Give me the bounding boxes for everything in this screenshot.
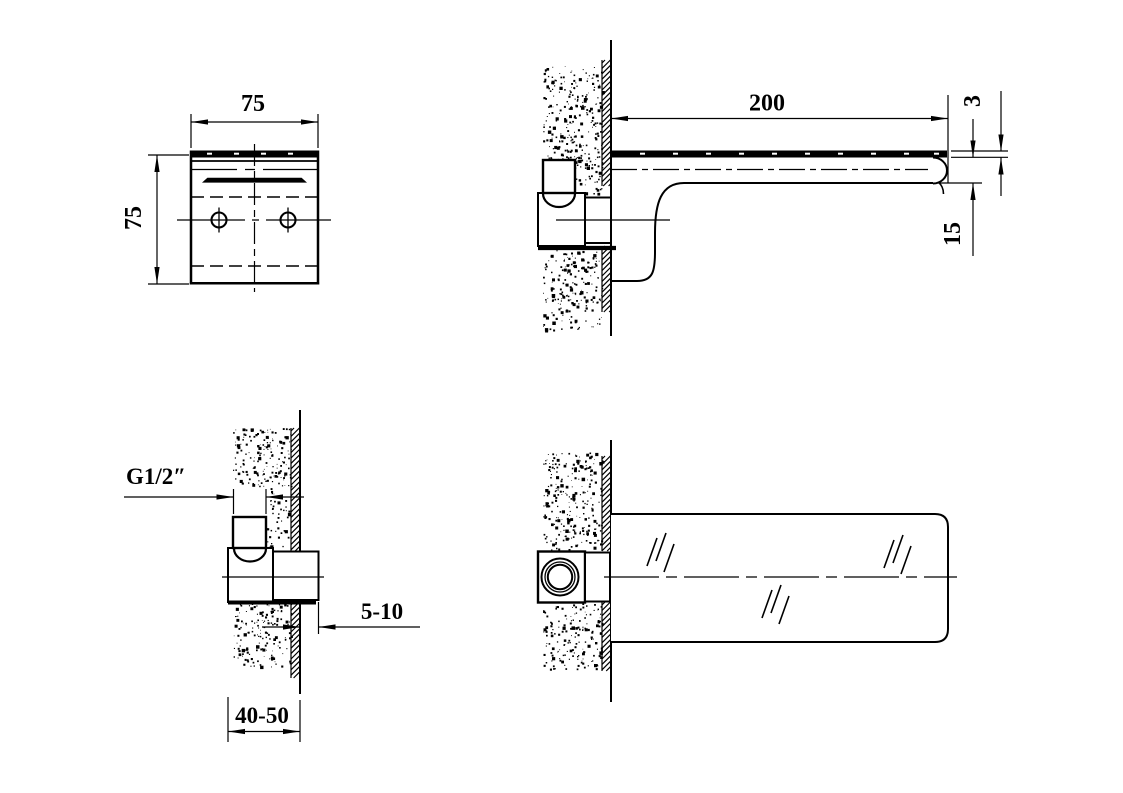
dim-arrow	[266, 494, 283, 500]
dim-inlet-thread-label: G1/2″	[126, 464, 186, 489]
view-plan	[536, 440, 957, 702]
dim-protrusion: 5-10	[262, 599, 420, 634]
view-side: 200 3 15	[537, 40, 1008, 336]
glass-symbol-2	[761, 584, 790, 625]
dim-front-height: 75	[121, 154, 189, 285]
wall-sleeve-detail	[272, 550, 320, 601]
glass-shelf-edge	[611, 150, 947, 158]
dim-arrow	[283, 624, 300, 630]
dim-spout-length-label: 200	[749, 91, 785, 117]
view-front: 75 75	[121, 91, 331, 292]
dim-arrow	[228, 728, 245, 735]
dim-arrow	[283, 728, 300, 735]
body-plan	[536, 550, 587, 604]
inlet-nut	[541, 158, 577, 195]
spout-tip-tail	[937, 181, 945, 195]
dim-tip-height-label: 15	[940, 222, 966, 246]
dim-arrow	[301, 119, 318, 125]
inlet-circle-inner	[546, 563, 574, 591]
dim-glass-thickness: 3	[951, 91, 1008, 196]
glass-symbol-3	[883, 534, 912, 575]
body-outline-front	[189, 150, 320, 285]
dim-arrow	[154, 155, 160, 172]
dim-arrow	[318, 624, 336, 630]
dim-inlet-thread: G1/2″	[124, 464, 304, 514]
dim-protrusion-label: 5-10	[361, 599, 403, 624]
valve-body-detail	[227, 547, 274, 603]
dim-tip-height: 15	[940, 119, 982, 256]
dim-arrow	[216, 494, 234, 500]
spout-tip-round	[932, 156, 948, 185]
dim-front-width-label: 75	[241, 91, 265, 117]
dim-arrow	[970, 140, 976, 158]
dim-arrow	[154, 267, 160, 284]
dim-spout-length: 200	[611, 91, 949, 183]
dim-arrow	[998, 157, 1004, 175]
inlet-nut-detail	[231, 515, 268, 550]
dim-wall-depth-label: 40-50	[235, 703, 289, 728]
dim-wall-depth: 40-50	[227, 697, 301, 742]
dim-glass-thickness-label: 3	[960, 95, 986, 107]
dim-arrow	[931, 115, 948, 122]
view-detail: G1/2″ 5-10 40-50	[124, 410, 420, 742]
dim-arrow	[611, 115, 628, 122]
glass-edge-ticks	[207, 152, 293, 155]
dim-front-width: 75	[190, 91, 319, 148]
water-slot	[202, 177, 307, 183]
glass-shelf-ticks	[640, 152, 939, 155]
dim-arrow	[998, 134, 1004, 152]
nut-dome-detail	[232, 548, 268, 563]
spout-plan-outline	[611, 513, 949, 643]
inlet-circle-middle	[544, 561, 576, 593]
dim-arrow	[970, 183, 976, 200]
spout-underside	[611, 182, 933, 282]
inlet-circle-outer	[540, 557, 580, 597]
dim-arrow	[191, 119, 208, 125]
dim-front-height-label: 75	[121, 206, 147, 230]
nut-dome	[541, 193, 577, 209]
glass-symbol-1	[646, 532, 675, 573]
